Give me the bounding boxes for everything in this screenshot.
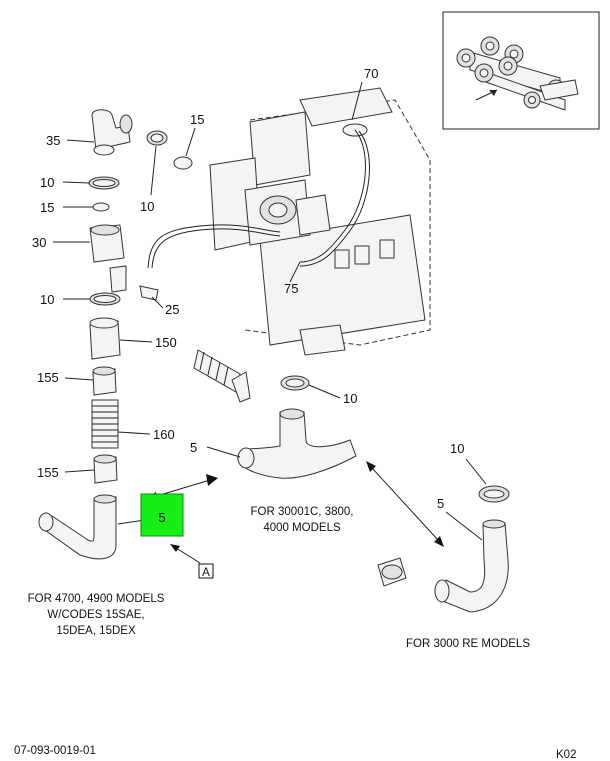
caption-left-line2: W/CODES 15SAE, — [47, 609, 144, 621]
caption-mid-line2: 4000 MODELS — [263, 522, 341, 534]
callout-30: 30 — [32, 235, 46, 250]
callout-150: 150 — [155, 335, 177, 350]
callout-35: 35 — [46, 133, 60, 148]
callout-5-highlight[interactable]: 5 — [140, 493, 184, 537]
callout-70: 70 — [364, 66, 378, 81]
callout-25: 25 — [165, 302, 179, 317]
callout-75: 75 — [284, 281, 298, 296]
callout-15-top: 15 — [190, 112, 204, 127]
caption-left-line1: FOR 4700, 4900 MODELS — [28, 593, 165, 605]
inset-chassis-view — [442, 11, 600, 130]
right-pipe-assembly — [377, 485, 510, 613]
callout-10-d: 10 — [343, 391, 357, 406]
caption-left-line3: 15DEA, 15DEX — [56, 625, 136, 637]
callout-10-e: 10 — [450, 441, 464, 456]
callout-10-b: 10 — [140, 199, 154, 214]
callout-15-left: 15 — [40, 200, 54, 215]
callout-155-b: 155 — [37, 465, 59, 480]
callout-160: 160 — [153, 427, 175, 442]
callout-labels: 70 15 35 10 10 15 30 10 25 75 150 155 16… — [32, 66, 464, 511]
callout-155-a: 155 — [37, 370, 59, 385]
callout-5-mid: 5 — [190, 440, 197, 455]
reference-box-a: A — [198, 563, 214, 579]
caption-right-line1: FOR 3000 RE MODELS — [406, 638, 530, 650]
callout-10-c: 10 — [40, 292, 54, 307]
sheet-code: K02 — [556, 749, 576, 761]
captions: FOR 4700, 4900 MODELS W/CODES 15SAE, 15D… — [28, 506, 531, 650]
callout-5-highlight-label: 5 — [158, 510, 165, 525]
reference-a-label: A — [202, 567, 210, 579]
leader-lines — [53, 81, 487, 541]
callout-10-a: 10 — [40, 175, 54, 190]
caption-mid-line1: FOR 30001C, 3800, — [251, 506, 354, 518]
middle-pipe-assembly — [193, 349, 357, 479]
callout-5-right: 5 — [437, 496, 444, 511]
drawing-number: 07-093-0019-01 — [14, 745, 96, 757]
footer: 07-093-0019-01 K02 — [14, 745, 576, 761]
engine-block — [147, 87, 431, 356]
